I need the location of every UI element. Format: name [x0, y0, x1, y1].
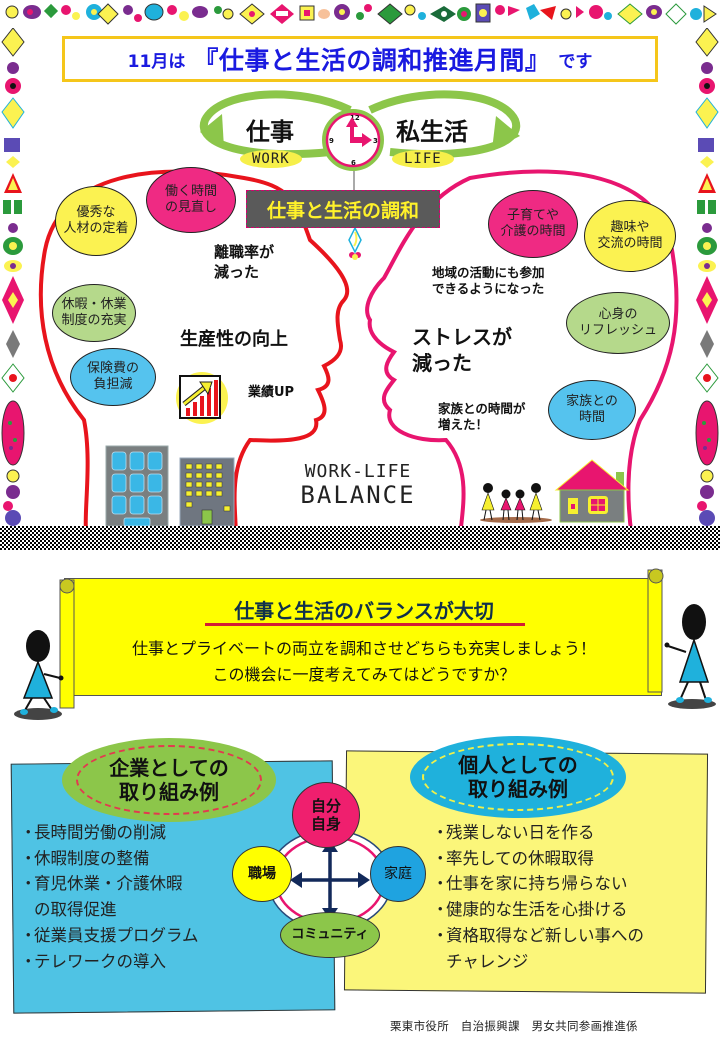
clock-6: 6 [351, 159, 356, 167]
company-list: ・長時間労働の削減 ・休暇制度の整備 ・育児休業・介護休暇 の取得促進 ・従業員… [20, 820, 199, 974]
individual-badge: 個人としての取り組み例 [410, 736, 626, 818]
bubble-hobby-time: 趣味や交流の時間 [584, 200, 676, 272]
text-turnover: 離職率が減った [214, 243, 275, 281]
list-item: ・資格取得など新しい事への [432, 925, 644, 945]
list-item: の取得促進 [34, 900, 117, 920]
life-en-label: LIFE [392, 150, 454, 168]
title-main: 『仕事と生活の調和推進月間』 [193, 46, 551, 75]
list-item: ・育児休業・介護休暇 [20, 874, 183, 894]
list-item: ・休暇制度の整備 [20, 848, 150, 868]
title-prefix: 11月は [127, 51, 186, 72]
clock-12: 12 [350, 114, 360, 122]
scroll-message-2: この機会に一度考えてみてはどうですか？ [212, 665, 516, 684]
scroll-roll-right [647, 568, 664, 693]
company-badge: 企業としての取り組み例 [62, 738, 276, 822]
scroll-roll-left [59, 578, 75, 709]
work-life-balance-logo: WORK-LIFE BALANCE [300, 461, 416, 509]
decorative-border-right [695, 28, 719, 526]
scroll-title-underline [205, 623, 525, 626]
list-item: チャレンジ [446, 951, 529, 971]
family-house-icon [480, 459, 630, 523]
list-item: ・従業員支援プログラム [20, 925, 199, 945]
clock-3: 3 [373, 137, 378, 145]
work-en-label: WORK [240, 150, 302, 168]
text-community-activity: 地域の活動にも参加できるようになった [432, 265, 545, 297]
node-home: 家庭 [370, 846, 426, 902]
work-label: 仕事 [246, 118, 294, 146]
individual-list: ・残業しない日を作る ・率先しての休暇取得 ・仕事を家に持ち帰らない ・健康的な… [432, 820, 644, 974]
growth-chart-icon [176, 372, 228, 424]
ornament-icon [348, 228, 362, 260]
node-community: コミュニティ [280, 912, 380, 958]
node-workplace: 職場 [232, 846, 292, 902]
text-performance: 業績UP [248, 385, 295, 400]
office-buildings-icon [105, 445, 235, 526]
text-stress-reduced: ストレスが減った [412, 325, 512, 375]
stick-figure-right-icon [664, 604, 716, 709]
text-family-time: 家族との時間が増えた！ [438, 401, 526, 433]
footer-credit: 栗東市役所 自治振興課 男女共同参画推進係 [390, 1019, 638, 1033]
decorative-border-top [5, 3, 717, 25]
scroll-title: 仕事と生活のバランスが大切 [234, 599, 494, 623]
stick-figure-left-icon [14, 630, 64, 720]
list-item: ・仕事を家に持ち帰らない [432, 874, 628, 894]
list-item: ・テレワークの導入 [20, 951, 166, 971]
decorative-border-left [1, 28, 25, 526]
bubble-family-time: 家族との時間 [548, 380, 636, 440]
bubble-insurance-reduction: 保険費の負担減 [70, 348, 156, 406]
list-item: ・率先しての休暇取得 [432, 848, 595, 868]
node-self: 自分自身 [292, 782, 360, 848]
text-productivity: 生産性の向上 [180, 329, 288, 350]
checkered-ground-divider [0, 526, 720, 550]
page-title: 11月は 『仕事と生活の調和推進月間』 です [62, 36, 658, 82]
list-item: ・健康的な生活を心掛ける [432, 900, 628, 920]
scroll-message-1: 仕事とプライベートの両立を調和させどちらも充実しましょう！ [131, 639, 596, 658]
clock-9: 9 [329, 137, 334, 145]
bubble-leave-system: 休暇・休業制度の充実 [52, 284, 136, 342]
harmony-banner: 仕事と生活の調和 [246, 190, 440, 228]
list-item: ・残業しない日を作る [432, 823, 595, 842]
list-item: ・長時間労働の削減 [20, 823, 166, 842]
bubble-talent-retention: 優秀な人材の定着 [55, 186, 137, 256]
clock-icon: 12 3 6 9 [322, 109, 384, 171]
title-suffix: です [558, 51, 593, 72]
message-scroll: 仕事と生活のバランスが大切 仕事とプライベートの両立を調和させどちらも充実しまし… [64, 578, 662, 696]
bubble-refresh: 心身のリフレッシュ [566, 292, 670, 354]
bubble-childcare-time: 子育てや介護の時間 [488, 190, 578, 258]
bubble-work-hours-review: 働く時間の見直し [146, 167, 236, 233]
life-label: 私生活 [396, 118, 468, 146]
